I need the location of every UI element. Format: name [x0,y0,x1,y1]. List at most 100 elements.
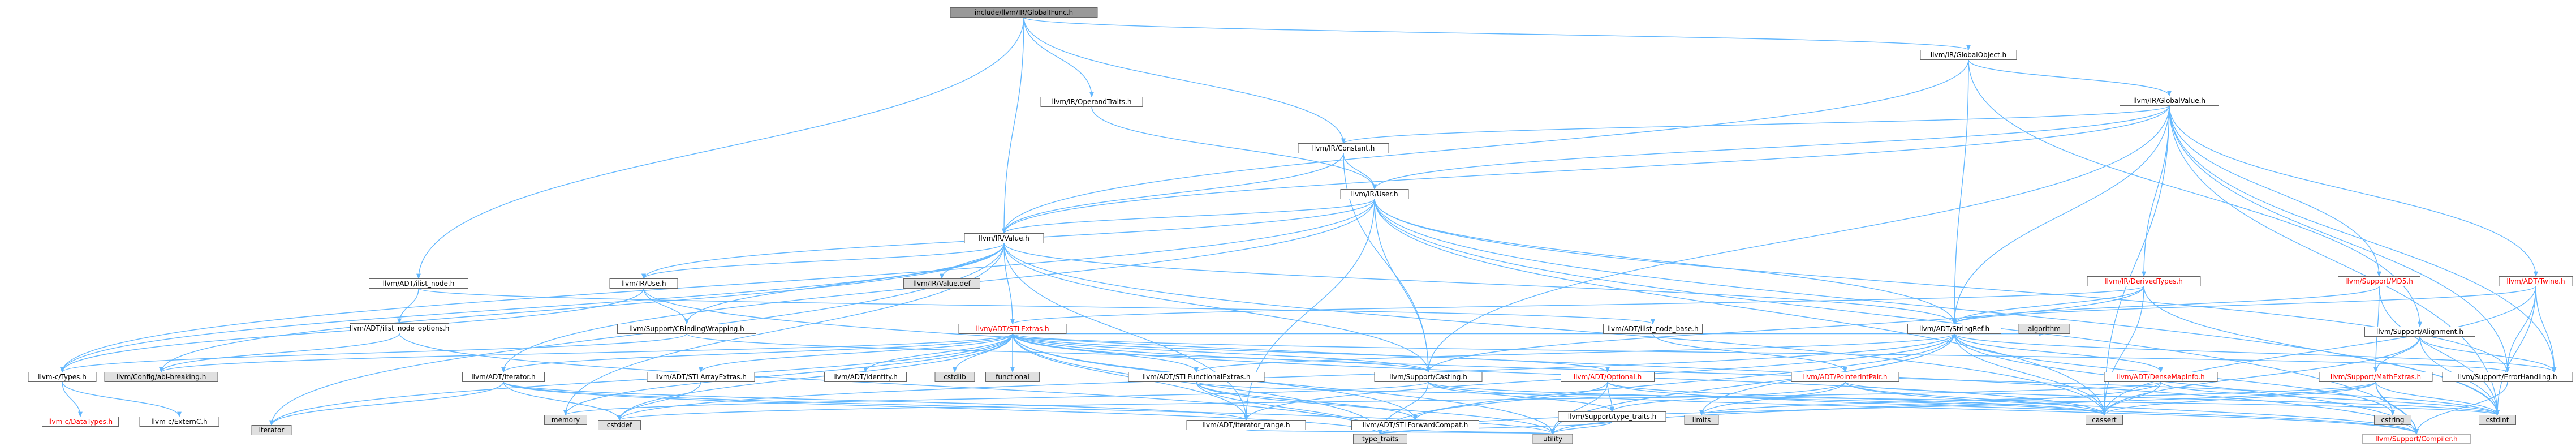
node-box [2104,372,2218,382]
node-ctypes[interactable]: llvm-c/Types.h [28,372,97,382]
node-stlarrayextras[interactable]: llvm/ADT/STLArrayExtras.h [647,372,755,382]
node-cstdint[interactable]: cstdint [2479,415,2516,425]
node-irbuse[interactable]: llvm/IR/Use.h [609,278,678,289]
node-mathextras[interactable]: llvm/Support/MathExtras.h [2319,372,2433,382]
node-datatypes[interactable]: llvm-c/DataTypes.h [42,417,119,427]
node-box [251,425,292,435]
node-box [1791,372,1899,382]
node-compiler[interactable]: llvm/Support/Compiler.h [2362,434,2471,444]
node-box [28,372,97,382]
node-box [958,324,1067,334]
edge-casting-to-memory [563,381,1429,416]
node-stlforwardcompat[interactable]: llvm/ADT/STLForwardCompat.h [1351,420,1479,430]
edge-user-to-value [1002,198,1375,234]
node-value[interactable]: llvm/IR/Value.h [964,233,1044,243]
node-operandtraits[interactable]: llvm/IR/OperandTraits.h [1040,97,1143,107]
edge-value-to-cassert [1003,243,2107,416]
edge-typetraitsllvm-to-typetraits [1378,421,1613,435]
node-cbindingwrapping[interactable]: llvm/Support/CBindingWrapping.h [617,324,756,334]
node-label: llvm/IR/Use.h [621,280,666,288]
dependency-nodes: include/llvm/IR/GlobalIFunc.h llvm/IR/Glo… [28,7,2573,444]
node-ilistnodeoptions[interactable]: llvm/ADT/ilist_node_options.h [350,323,450,333]
node-algorithm[interactable]: algorithm [2018,324,2070,334]
edge-densemapinfo-to-cstdint [2160,381,2500,416]
node-densemapinfo[interactable]: llvm/ADT/DenseMapInfo.h [2104,372,2218,382]
node-box [824,372,907,382]
node-label: limits [1692,416,1711,424]
node-cstddef[interactable]: cstddef [598,420,641,430]
node-box [1353,434,1407,444]
node-label: llvm/IR/User.h [1351,190,1398,198]
node-globalobject[interactable]: llvm/IR/GlobalObject.h [1920,50,2017,60]
node-cassert[interactable]: cassert [2086,415,2123,425]
edge-stlextras-to-identity [863,333,1013,373]
dependency-edges [60,16,2557,435]
edge-stlextras-to-casting [1012,333,1431,373]
node-typetraitsllvm[interactable]: llvm/Support/type_traits.h [1558,411,1666,422]
node-user[interactable]: llvm/IR/User.h [1340,189,1409,199]
node-valuedef[interactable]: llvm/IR/Value.def [903,278,980,289]
node-label: llvm/ADT/STLFunctionalExtras.h [1142,373,1250,381]
node-iteratorrange[interactable]: llvm/ADT/iterator_range.h [1186,420,1306,430]
node-limits[interactable]: limits [1684,415,1719,425]
node-twine[interactable]: llvm/ADT/Twine.h [2499,276,2573,286]
node-iterator[interactable]: llvm/ADT/iterator.h [462,372,545,382]
node-globalvalue[interactable]: llvm/IR/GlobalValue.h [2120,96,2219,106]
node-errorhandling[interactable]: llvm/Support/ErrorHandling.h [2442,372,2573,382]
edge-stlextras-to-iterator [501,333,1013,373]
edge-optional-to-compiler [1607,381,2419,435]
node-constant[interactable]: llvm/IR/Constant.h [1298,143,1389,153]
node-root[interactable]: include/llvm/IR/GlobalIFunc.h [950,7,1098,18]
edge-value-to-configabi [159,243,1005,373]
edge-value-to-stlextras [1003,243,1015,325]
node-typetraits[interactable]: type_traits [1353,434,1407,444]
node-md5[interactable]: llvm/Support/MD5.h [2338,276,2420,286]
edge-twine-to-stringref [1952,285,2536,325]
edge-stlextras-to-configabi [159,333,1013,373]
edge-twine-to-cstdint [2495,286,2536,416]
edge-optional-to-cassert [1607,381,2107,416]
node-casting[interactable]: llvm/Support/Casting.h [1374,372,1483,382]
node-label: llvm/ADT/ilist_node_options.h [350,324,450,332]
node-derivedtypes[interactable]: llvm/IR/DerivedTypes.h [2087,276,2201,286]
edge-ilistnode-to-ilistnodebase [418,288,1655,325]
node-functional[interactable]: functional [985,372,1040,382]
node-externc[interactable]: llvm-c/ExternC.h [139,417,219,427]
edge-typetraitsllvm-to-utility [1550,421,1613,435]
edge-globalvalue-to-errorhandling [2169,105,2510,373]
edge-root-to-constant [1023,17,1346,144]
edge-stlarrayextras-to-cstddef [617,381,701,421]
edge-ilistnodeoptions-to-configabi [159,333,400,373]
edge-stlextras-to-errorhandling [1012,333,2510,373]
node-utility[interactable]: utility [1532,434,1573,444]
node-label: llvm/IR/GlobalObject.h [1931,51,2006,59]
node-label: llvm/ADT/Twine.h [2506,277,2565,285]
node-label: llvm/IR/Value.h [979,234,1029,242]
node-ilistnode[interactable]: llvm/ADT/ilist_node.h [369,278,468,289]
edge-globalvalue-to-constant [1341,105,2170,144]
node-memory[interactable]: memory [544,415,587,425]
edge-mathextras-to-cstring [2375,381,2395,416]
node-identity[interactable]: llvm/ADT/identity.h [824,372,907,382]
node-alignment[interactable]: llvm/Support/Alignment.h [2364,327,2475,337]
node-box [598,420,641,430]
node-configabi[interactable]: llvm/Config/abi-breaking.h [104,372,218,382]
edge-densemapinfo-to-cstddef [617,381,2161,421]
node-iteratorstd[interactable]: iterator [251,425,292,435]
node-cstdlib[interactable]: cstdlib [934,372,975,382]
node-box [1040,97,1143,107]
node-stringref[interactable]: llvm/ADT/StringRef.h [1907,324,2001,334]
node-pointerintpair[interactable]: llvm/ADT/PointerIntPair.h [1791,372,1899,382]
node-ilistnodebase[interactable]: llvm/ADT/ilist_node_base.h [1603,324,1703,334]
node-optional[interactable]: llvm/ADT/Optional.h [1561,372,1655,382]
node-stlfunctionalextras[interactable]: llvm/ADT/STLFunctionalExtras.h [1128,372,1265,382]
node-stlextras[interactable]: llvm/ADT/STLExtras.h [958,324,1067,334]
node-cstring[interactable]: cstring [2374,415,2411,425]
edge-pointerintpair-to-limits [1699,381,1846,416]
node-box [2120,96,2219,106]
edge-stringref-to-typetraits [1378,333,1955,435]
node-box [617,324,756,334]
edge-iterator-to-cstddef [503,381,622,421]
edge-iterator-to-iteratorstd [269,381,504,426]
node-box [1128,372,1265,382]
